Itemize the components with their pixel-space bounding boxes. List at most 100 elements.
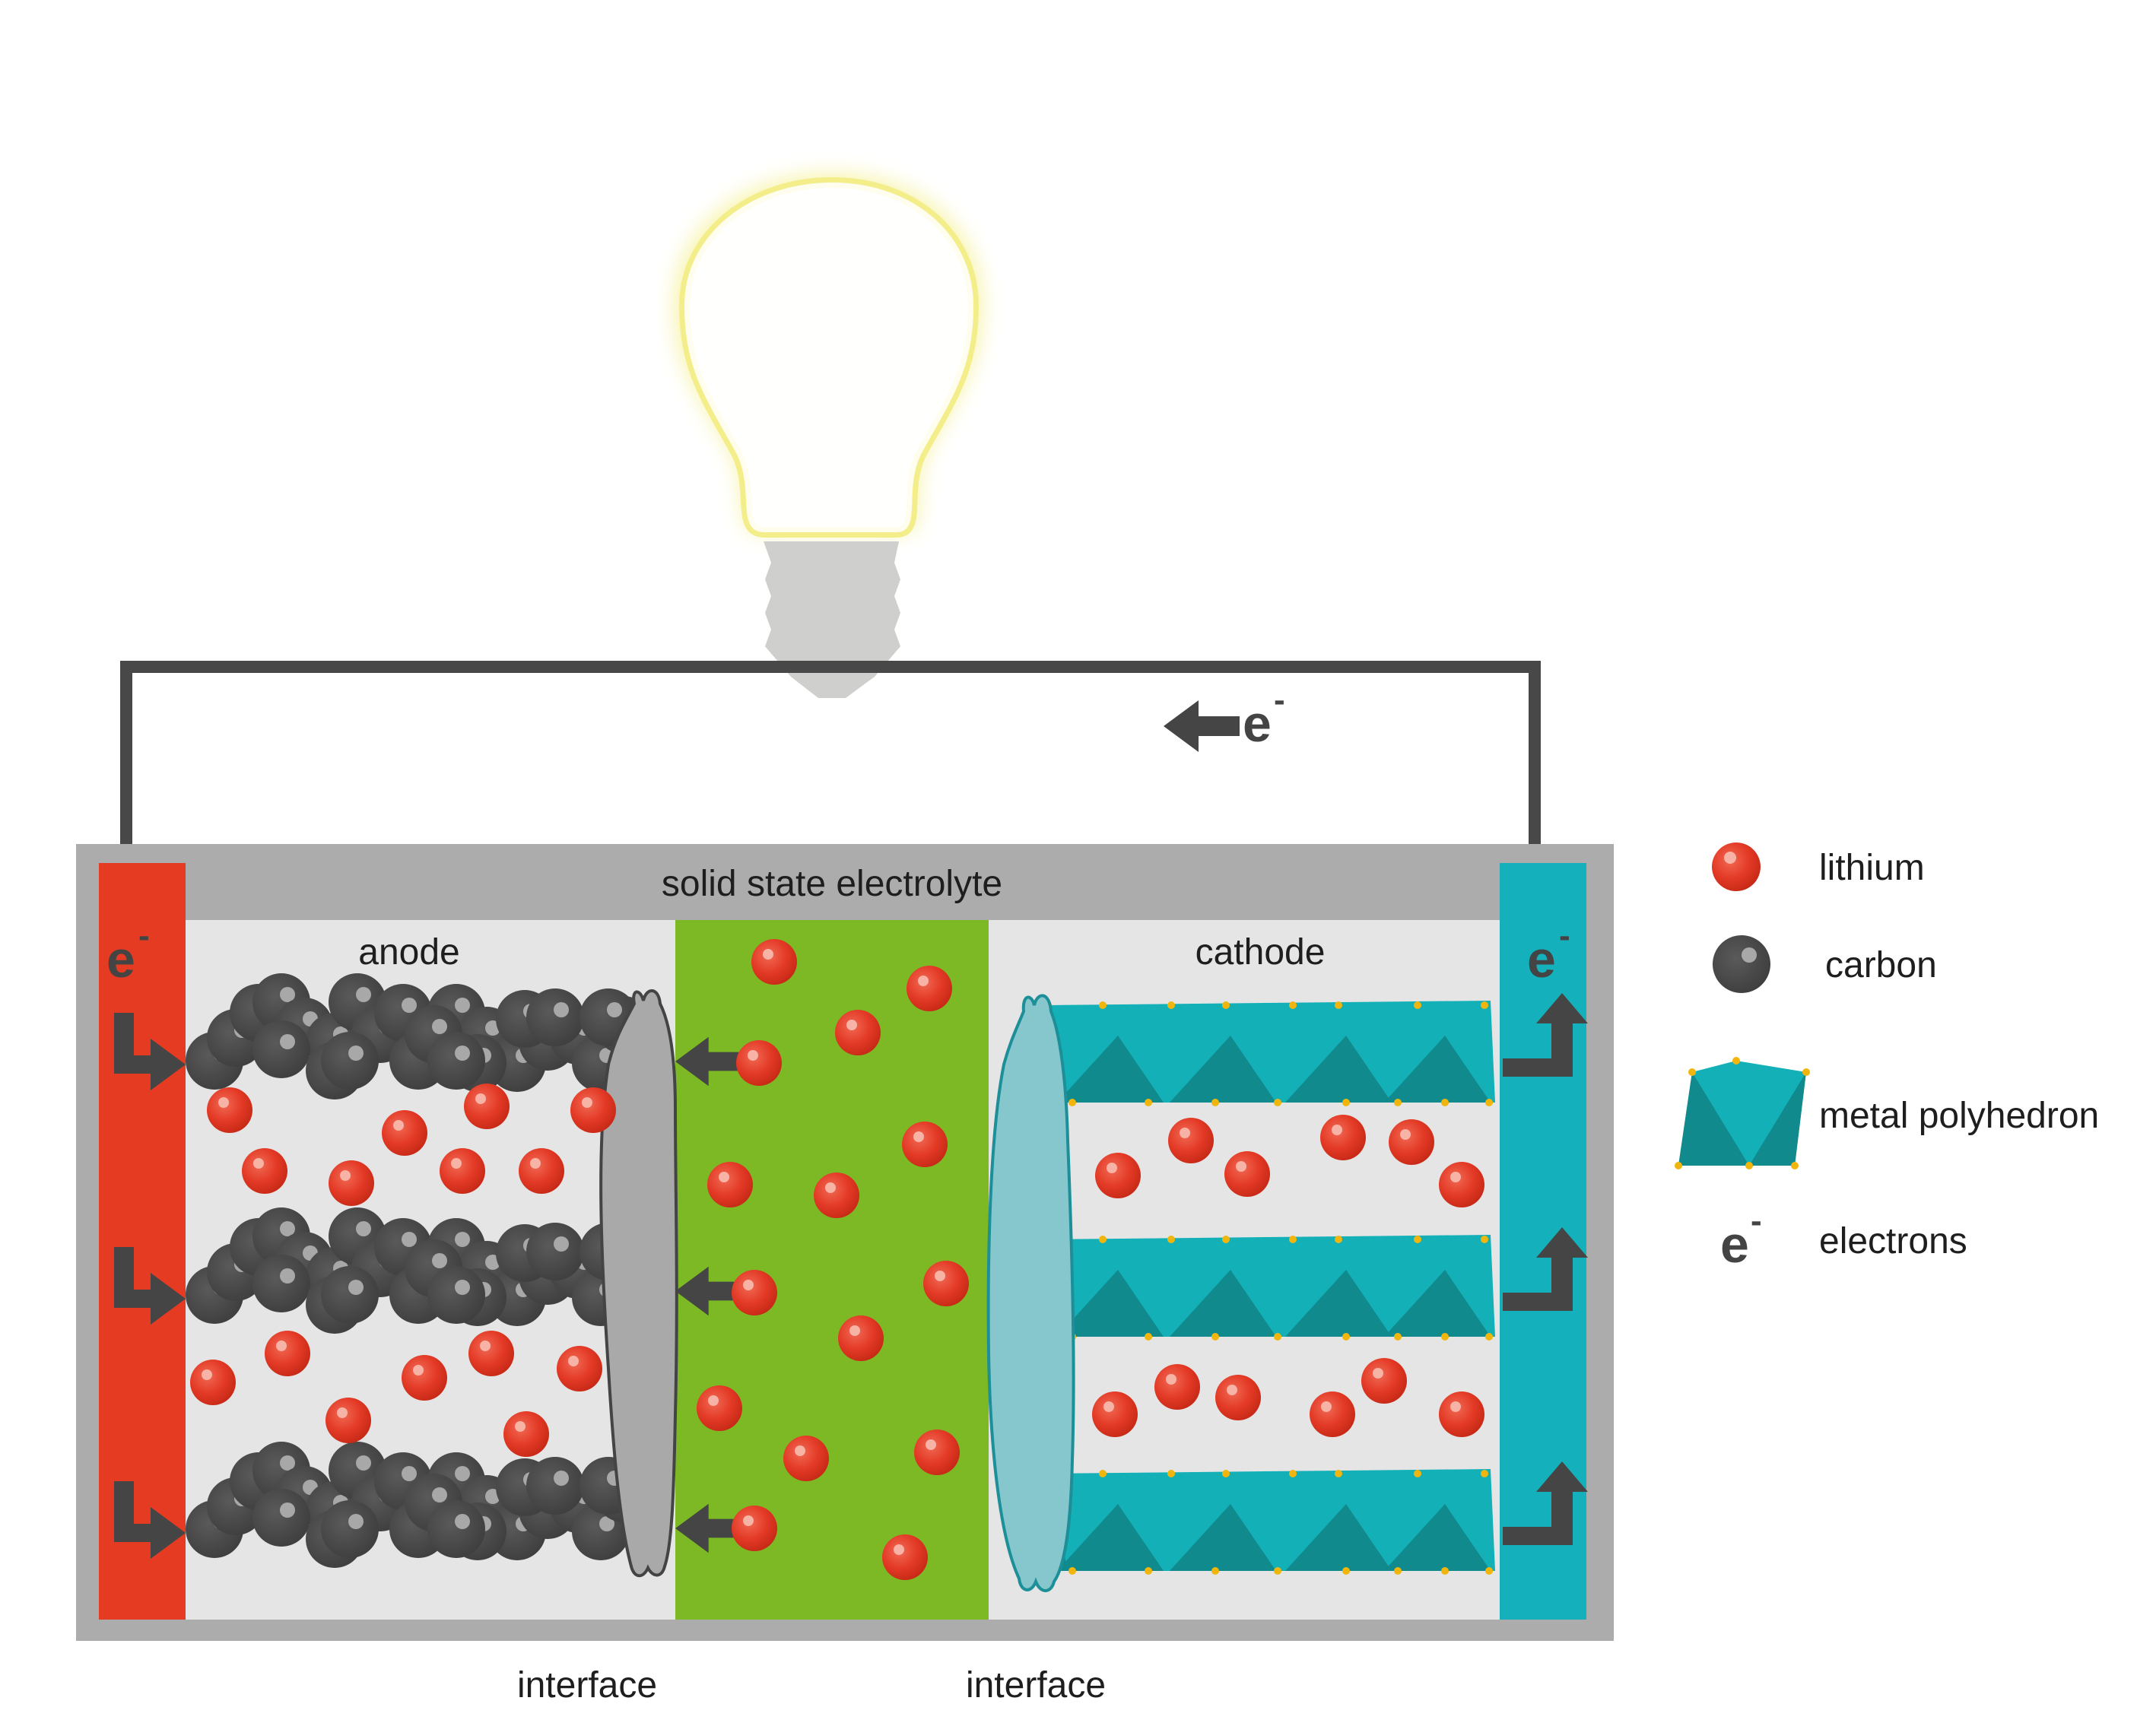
- carbon-atom: [526, 988, 584, 1046]
- anode-carbon-layers: [186, 973, 653, 1568]
- carbon-atom-highlight: [455, 1514, 470, 1529]
- carbon-atom: [252, 1020, 310, 1078]
- cathode-interface-layer: [986, 994, 1075, 1592]
- anode-interface-layer: [599, 989, 678, 1578]
- lithium-ion: [1439, 1391, 1484, 1437]
- electron-symbol-icon: e -: [1720, 1202, 1762, 1274]
- polyhedron-vertex: [1441, 1333, 1449, 1341]
- polyhedron-vertex: [1289, 1470, 1297, 1477]
- carbon-atom: [427, 1032, 485, 1090]
- carbon-atom: [427, 1266, 485, 1324]
- carbon-atom-highlight: [280, 1455, 295, 1471]
- lithium-ion: [1154, 1364, 1200, 1410]
- carbon-atom-highlight: [356, 1221, 371, 1236]
- polyhedron-dark-face: [1384, 1270, 1491, 1337]
- carbon-atom-highlight: [402, 998, 417, 1013]
- lithium-ion: [902, 1122, 948, 1167]
- carbon-atom-highlight: [432, 1019, 447, 1034]
- lithium-ion-highlight: [530, 1158, 541, 1169]
- lithium-ion: [503, 1411, 549, 1457]
- lithium-ion: [402, 1355, 447, 1401]
- polyhedron-vertex: [1167, 1470, 1175, 1477]
- lithium-ion-highlight: [340, 1170, 351, 1181]
- lithium-ion: [1310, 1391, 1355, 1437]
- lithium-ion-highlight: [480, 1341, 491, 1351]
- polyhedron-vertex: [1274, 1333, 1281, 1341]
- lithium-ion-highlight: [337, 1407, 348, 1418]
- svg-text:e: e: [1720, 1216, 1749, 1274]
- lithium-ion: [207, 1087, 252, 1133]
- polyhedron-vertex: [1414, 1236, 1421, 1243]
- lithium-ion: [242, 1148, 287, 1194]
- polyhedron-dark-face: [1285, 1036, 1392, 1103]
- polyhedron-dark-face: [1057, 1504, 1164, 1571]
- lithium-ion-highlight: [1227, 1385, 1237, 1395]
- legend-label-carbon: carbon: [1825, 945, 1937, 985]
- lithium-ion: [814, 1172, 859, 1218]
- lithium-ion-highlight: [451, 1158, 462, 1169]
- svg-text:-: -: [1559, 917, 1570, 954]
- cathode-electron-symbol: e -: [1527, 917, 1570, 988]
- lithium-ion: [783, 1436, 829, 1481]
- polyhedron-vertex: [1394, 1099, 1402, 1106]
- polyhedron-vertex: [1145, 1567, 1152, 1575]
- carbon-atom-highlight: [280, 1502, 295, 1518]
- lithium-ion: [707, 1162, 753, 1207]
- cathode-label: cathode: [1195, 932, 1326, 973]
- lithium-ion-highlight: [1450, 1172, 1461, 1182]
- polyhedron-vertex: [1068, 1099, 1076, 1106]
- polyhedron-body: [1048, 1235, 1495, 1337]
- lithium-ion: [1224, 1151, 1270, 1197]
- lithium-ion: [1168, 1118, 1214, 1163]
- lithium-ion: [882, 1534, 928, 1580]
- lithium-ion: [732, 1270, 777, 1315]
- anode-electron-arrows: [114, 1013, 186, 1559]
- carbon-atom: [252, 1489, 310, 1547]
- polyhedron-dark-face: [1170, 1504, 1276, 1571]
- lithium-ion: [1361, 1358, 1407, 1404]
- lithium-ion: [736, 1040, 782, 1086]
- cathode-electron-arrows: [1503, 993, 1588, 1545]
- carbon-atom-highlight: [455, 1232, 470, 1247]
- carbon-atom: [321, 1032, 379, 1090]
- polyhedron-vertex: [1342, 1567, 1350, 1575]
- polyhedron-vertex: [1099, 1001, 1107, 1009]
- lithium-ion-highlight: [1107, 1163, 1117, 1173]
- lithium-ion: [468, 1331, 514, 1376]
- polyhedron-chain: [1044, 1001, 1495, 1106]
- polyhedron-vertex: [1394, 1333, 1402, 1341]
- lithium-ion: [557, 1346, 602, 1391]
- lithium-ion-highlight: [926, 1439, 936, 1450]
- lithium-ion-highlight: [1450, 1401, 1461, 1412]
- carbon-atom-highlight: [280, 1034, 295, 1049]
- lithium-ion: [440, 1148, 485, 1194]
- polyhedron-vertex: [1342, 1099, 1350, 1106]
- svg-text:-: -: [138, 917, 150, 954]
- cathode-electron-arrow: [1503, 1227, 1588, 1311]
- lithium-ion: [1389, 1119, 1434, 1165]
- polyhedron-vertex: [1481, 1236, 1488, 1243]
- polyhedron-vertex: [1342, 1333, 1350, 1341]
- polyhedron-body: [1048, 1001, 1495, 1103]
- polyhedron-vertex: [1222, 1470, 1230, 1477]
- polyhedron-dark-face: [1384, 1036, 1491, 1103]
- electrolyte-label: solid state electrolyte: [662, 864, 1002, 904]
- carbon-atom-highlight: [455, 1280, 470, 1295]
- lithium-ion: [329, 1160, 374, 1206]
- lithium-ion: [914, 1429, 960, 1475]
- lithium-ion-icon: [1712, 842, 1761, 891]
- legend: lithium carbon metal polyhedron e - elec…: [1675, 842, 2099, 1274]
- lithium-ion-highlight: [719, 1172, 729, 1182]
- lithium-ion-highlight: [846, 1020, 857, 1030]
- carbon-atom-highlight: [280, 1221, 295, 1236]
- wire-electron-flow-arrow: e -: [1164, 681, 1285, 753]
- cathode-electron-arrow: [1503, 993, 1588, 1077]
- carbon-atom: [526, 1223, 584, 1280]
- lithium-ion: [732, 1506, 777, 1551]
- cathode-polyhedron-layers: [1044, 1001, 1495, 1575]
- light-bulb-icon: [675, 175, 981, 698]
- anode-electron-arrow: [114, 1481, 186, 1559]
- external-circuit-wire: [120, 661, 1541, 863]
- interface-label-right: interface: [966, 1665, 1106, 1706]
- polyhedron-vertex: [1145, 1333, 1152, 1341]
